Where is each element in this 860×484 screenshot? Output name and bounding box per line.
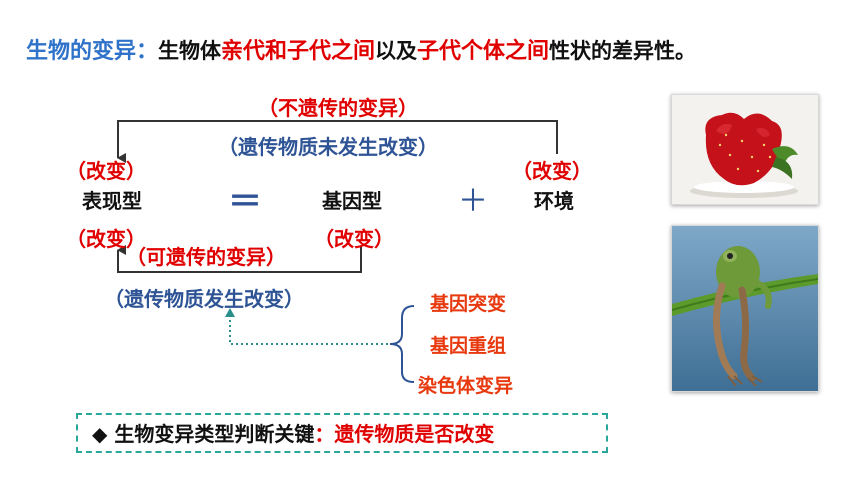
change-label-environment: （改变）	[512, 159, 592, 183]
strawberry-photo	[671, 94, 819, 205]
definition-text-1: 生物体	[158, 39, 222, 63]
frog-photo	[671, 225, 819, 392]
definition-text-3: 性状的差异性。	[549, 39, 697, 63]
environment-term: 环境	[534, 189, 574, 213]
source-gene-mutation: 基因突变	[430, 293, 507, 315]
change-label-phenotype-bottom: （改变）	[66, 227, 146, 251]
definition-line: 生物的变异：生物体亲代和子代之间以及子代个体之间性状的差异性。	[26, 34, 696, 69]
definition-text-2: 以及	[375, 39, 418, 63]
key-point-colon: ：	[314, 422, 335, 446]
equals-sign: ＝	[228, 182, 262, 222]
key-point-box: ◆ 生物变异类型判断关键：遗传物质是否改变	[76, 413, 608, 453]
genotype-term: 基因型	[322, 189, 382, 213]
key-point-label: 生物变异类型判断关键	[114, 422, 315, 446]
change-label-genotype: （改变）	[314, 227, 394, 251]
non-heritable-arrow	[117, 120, 558, 163]
key-point-answer: 遗传物质是否改变	[334, 422, 495, 446]
non-heritable-note: （遗传物质未发生改变）	[218, 135, 438, 159]
heritable-note: （遗传物质发生改变）	[104, 287, 304, 311]
plus-sign: ＋	[458, 184, 488, 219]
sources-dotted-arrow	[225, 308, 388, 345]
definition-highlight-1: 亲代和子代之间	[221, 39, 376, 64]
definition-highlight-2: 子代个体之间	[417, 39, 550, 64]
heritable-label: （可遗传的变异）	[126, 245, 286, 269]
heritable-arrow	[117, 245, 362, 273]
key-point-bullet: ◆	[92, 422, 108, 446]
definition-lead: 生物的变异：	[26, 39, 159, 64]
phenotype-term: 表现型	[82, 189, 142, 213]
sources-brace	[389, 305, 415, 383]
source-gene-recombination: 基因重组	[430, 335, 507, 357]
change-label-phenotype-top: （改变）	[66, 159, 146, 183]
source-chromosome-variation: 染色体变异	[418, 375, 514, 397]
non-heritable-label: （不遗传的变异）	[258, 96, 418, 120]
